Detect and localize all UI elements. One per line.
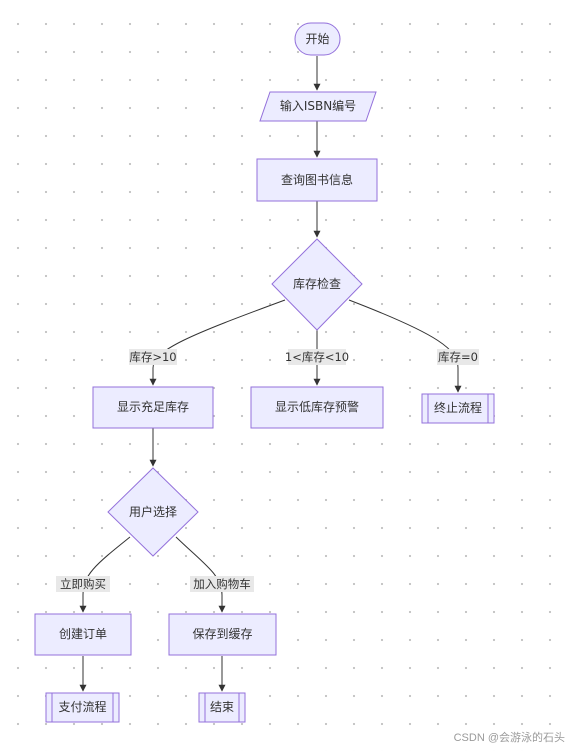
node-stock-check — [271, 238, 363, 331]
node-show-low — [250, 386, 384, 429]
node-query-info — [256, 158, 378, 202]
node-start-label: 开始 — [305, 32, 329, 46]
node-user-choice-label: 用户选择 — [129, 504, 177, 519]
node-input-isbn — [259, 91, 377, 122]
node-show-sufficient — [92, 386, 214, 429]
node-query-info-label: 查询图书信息 — [281, 172, 353, 187]
node-terminate — [421, 393, 495, 424]
node-save-cache — [168, 613, 277, 656]
edge-label-stock-between: 1<库存<10 — [285, 349, 349, 365]
edge-label-buy-now: 立即购买 — [56, 576, 110, 592]
node-pay-flow — [45, 692, 120, 723]
edge-check-to-sufficient — [149, 299, 286, 386]
edge-label-stock-gt-10-text: 库存>10 — [129, 350, 176, 364]
node-pay-flow-label: 支付流程 — [58, 699, 106, 714]
node-stock-check-label: 库存检查 — [293, 276, 341, 291]
node-save-cache-label: 保存到缓存 — [192, 627, 252, 641]
node-create-order-label: 创建订单 — [59, 627, 107, 641]
edge-check-to-terminate — [348, 299, 462, 393]
node-create-order — [34, 613, 132, 656]
node-user-choice — [107, 467, 199, 557]
edge-label-stock-gt-10: 库存>10 — [129, 349, 177, 365]
edge-label-stock-eq-0-text: 库存=0 — [438, 350, 478, 364]
edge-choice-to-order — [79, 536, 131, 613]
node-show-sufficient-label: 显示充足库存 — [117, 399, 189, 414]
node-end — [198, 692, 246, 723]
edge-label-buy-now-text: 立即购买 — [60, 577, 106, 591]
edge-label-stock-eq-0: 库存=0 — [437, 349, 479, 365]
node-terminate-label: 终止流程 — [434, 400, 482, 415]
node-input-isbn-label: 输入ISBN编号 — [280, 98, 356, 113]
node-show-low-label: 显示低库存预警 — [275, 399, 359, 414]
watermark: CSDN @会游泳的石头 — [453, 732, 565, 744]
edge-label-add-cart-text: 加入购物车 — [193, 577, 251, 591]
edge-choice-to-cache — [175, 536, 226, 613]
node-start — [294, 22, 341, 56]
edge-label-add-cart: 加入购物车 — [190, 576, 254, 592]
edge-label-stock-between-text: 1<库存<10 — [285, 350, 349, 364]
node-end-label: 结束 — [210, 700, 234, 714]
